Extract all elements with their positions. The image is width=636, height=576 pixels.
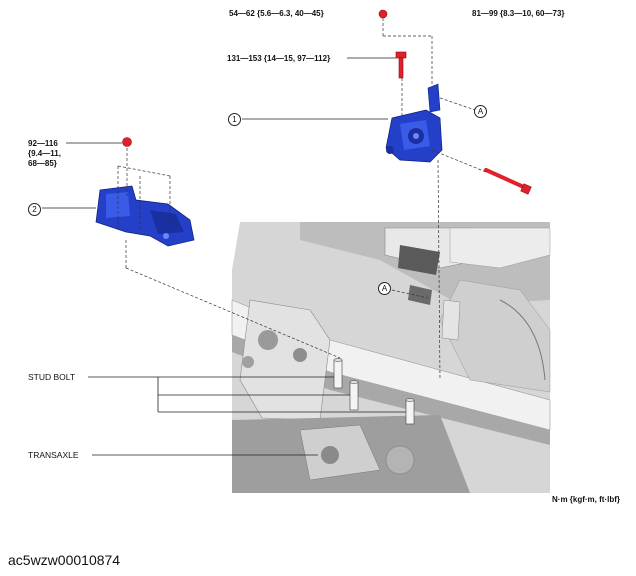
torque-label-middle-bolt: 131—153 {14—15, 97—112} xyxy=(227,54,331,63)
stud-bolts xyxy=(333,358,415,425)
torque-label-left-bolt-line1: 92—116 xyxy=(28,139,58,148)
transaxle-label: TRANSAXLE xyxy=(28,450,79,460)
stud-bolt-label: STUD BOLT xyxy=(28,372,76,382)
reference-marker-a-upper: A xyxy=(474,105,487,118)
part-number-2: 2 xyxy=(28,203,41,216)
engine-mount-2 xyxy=(95,185,195,247)
chassis-illustration xyxy=(231,222,551,493)
assembly-lines xyxy=(117,18,487,381)
bolts xyxy=(122,9,532,195)
label-leaders xyxy=(42,57,406,456)
units-note: N·m {kgf·m, ft·lbf} xyxy=(552,495,620,504)
engine-mount-1 xyxy=(385,83,443,163)
reference-marker-a-lower: A xyxy=(378,282,391,295)
torque-label-upper-right-bolt: 81—99 {8.3—10, 60—73} xyxy=(472,9,565,18)
torque-label-left-bolt-line3: 68—85} xyxy=(28,159,57,168)
torque-label-left-bolt-line2: {9.4—11, xyxy=(28,149,61,158)
torque-label-top-bolt: 54—62 {5.6—6.3, 40—45} xyxy=(229,9,324,18)
figure-code: ac5wzw00010874 xyxy=(8,552,121,568)
part-number-1: 1 xyxy=(228,113,241,126)
